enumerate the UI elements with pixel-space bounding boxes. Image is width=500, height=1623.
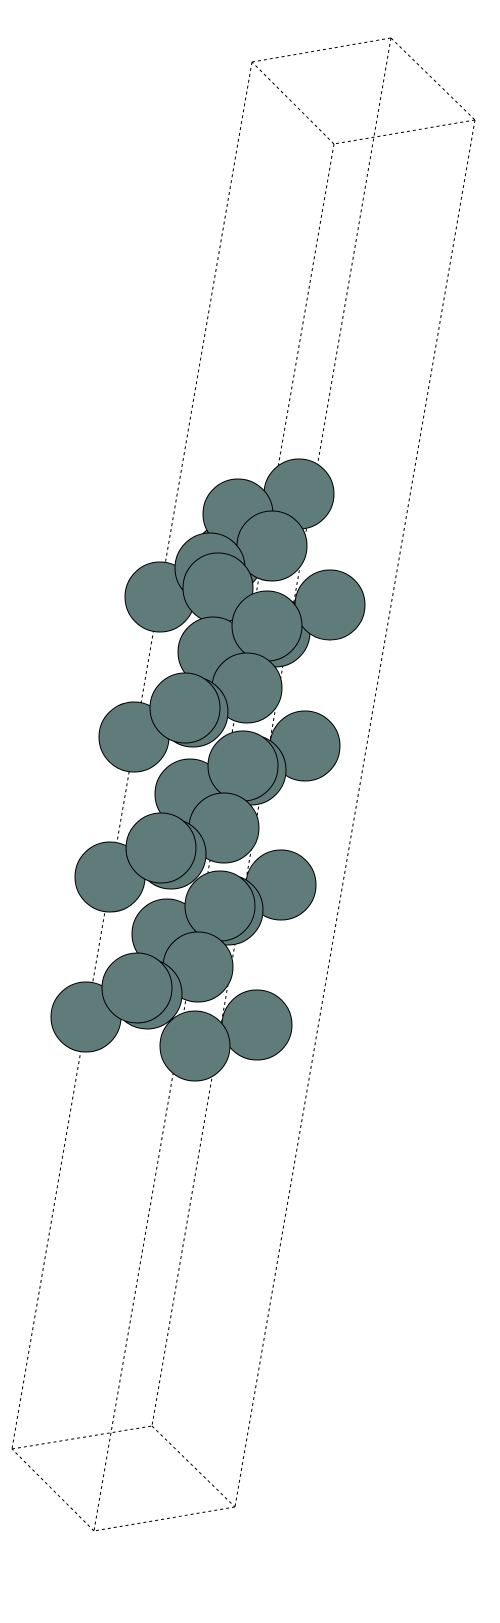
atom bbox=[101, 952, 173, 1024]
atom bbox=[207, 730, 279, 802]
atom bbox=[221, 989, 293, 1061]
atom bbox=[184, 870, 256, 942]
atoms bbox=[50, 458, 366, 1082]
atom bbox=[231, 590, 303, 662]
cell-edge bbox=[11, 1448, 95, 1532]
atom bbox=[125, 812, 197, 884]
cell-edge bbox=[251, 61, 335, 145]
cell-edge bbox=[390, 37, 476, 121]
cell-edge bbox=[151, 1425, 236, 1508]
cell-edge bbox=[11, 1425, 153, 1450]
atom bbox=[159, 1010, 231, 1082]
cell-edge bbox=[251, 37, 392, 63]
cell-edge bbox=[93, 1506, 236, 1532]
cell-edge bbox=[333, 119, 476, 145]
cell-edge bbox=[151, 37, 392, 1427]
cell-edge bbox=[234, 119, 476, 1508]
atom bbox=[294, 569, 366, 641]
atom bbox=[149, 672, 221, 744]
